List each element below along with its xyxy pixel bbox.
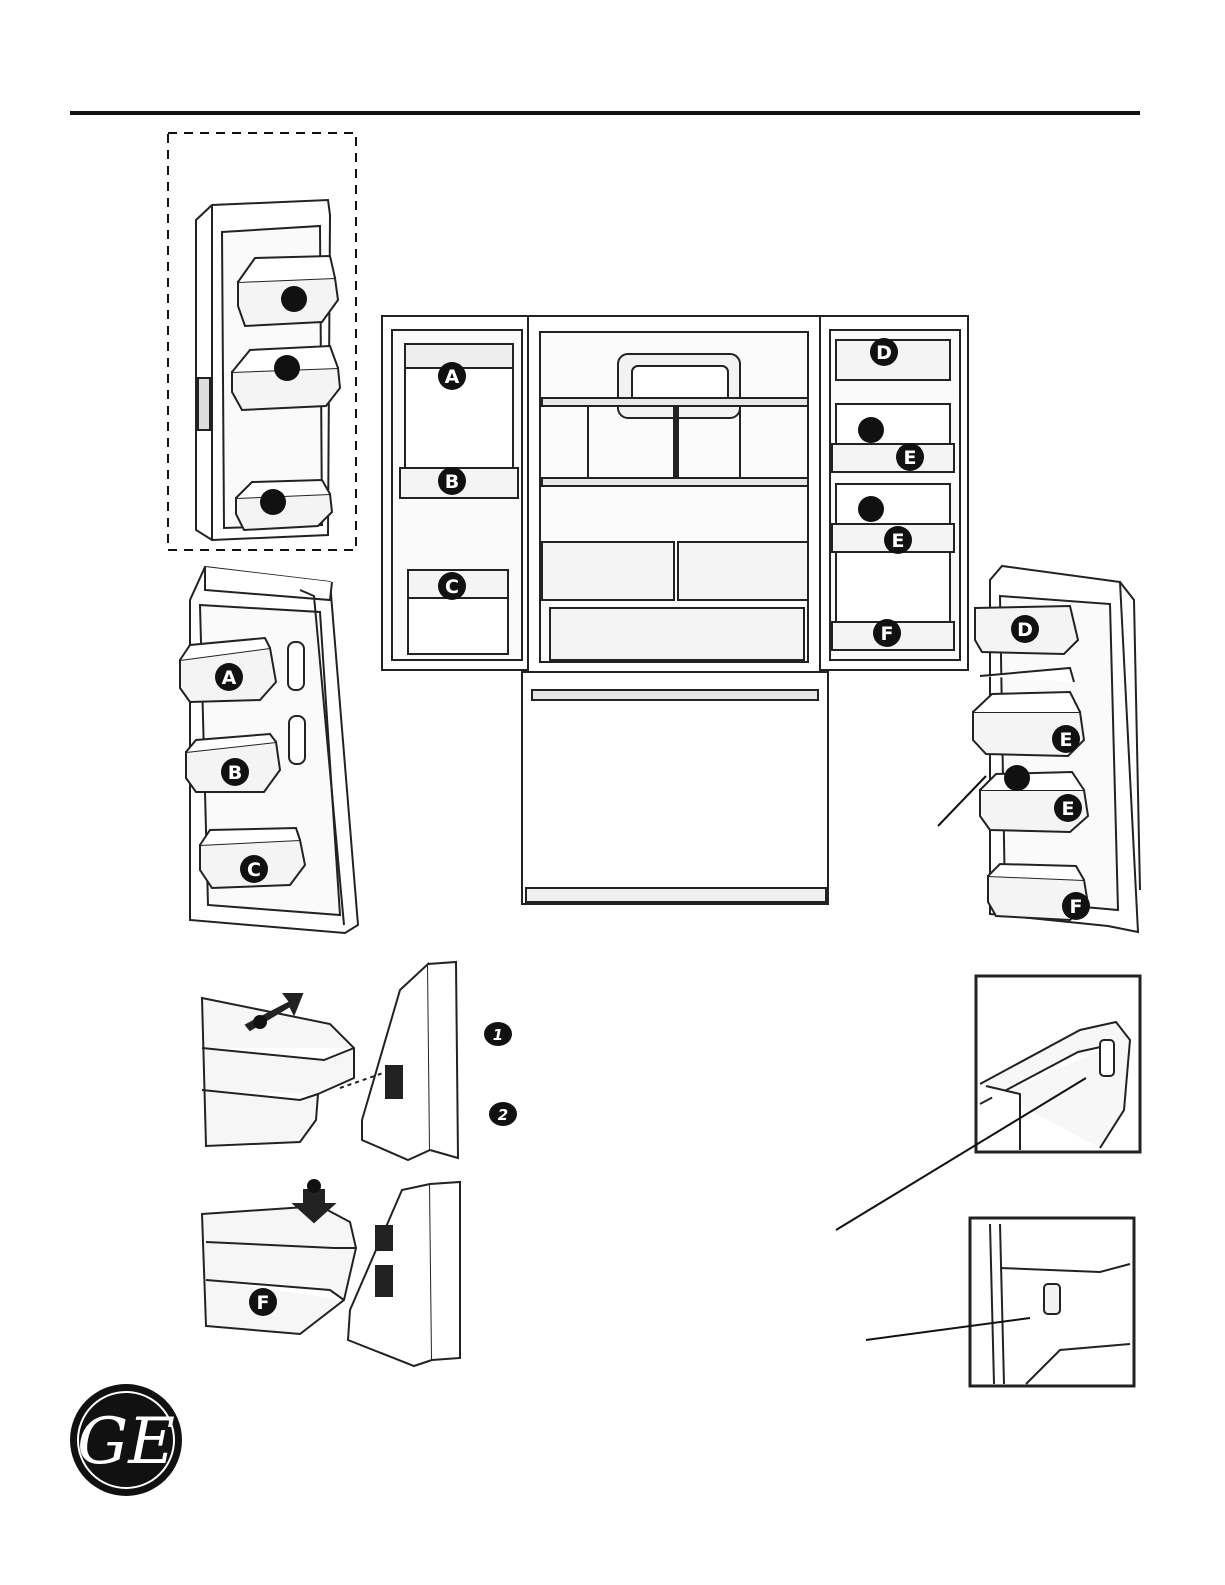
svg-text:B: B xyxy=(228,762,242,784)
header-rule xyxy=(70,111,1140,115)
badge-C-left-door: C xyxy=(240,855,268,883)
alt-bin-marker-1 xyxy=(281,286,307,312)
badge-C-main: C xyxy=(438,572,466,600)
svg-text:E: E xyxy=(904,447,917,469)
step-one-arrow-marker xyxy=(253,1015,267,1029)
badge-B-main: B xyxy=(438,467,466,495)
leader-line-edge-detail xyxy=(836,1078,1086,1230)
left-door-bins-view xyxy=(180,567,358,933)
badge-E-main-upper: E xyxy=(896,443,924,471)
door-tab-detail-inset xyxy=(970,1218,1134,1386)
logo-lettering: GE xyxy=(77,1405,175,1479)
badge-A-left-door: A xyxy=(215,663,243,691)
bin-edge-detail-inset xyxy=(976,976,1140,1152)
svg-text:E: E xyxy=(1062,798,1075,820)
badge-D-right-door: D xyxy=(1011,615,1039,643)
right-door-bin-marker xyxy=(1004,765,1030,791)
step-one-illustration xyxy=(202,962,458,1160)
svg-text:C: C xyxy=(247,859,261,881)
svg-text:D: D xyxy=(876,342,892,364)
badge-B-left-door: B xyxy=(221,758,249,786)
right-shelf-marker-2 xyxy=(858,496,884,522)
badge-E-right-door-upper: E xyxy=(1052,725,1080,753)
svg-text:F: F xyxy=(1070,896,1083,918)
svg-text:F: F xyxy=(881,623,894,645)
svg-text:1: 1 xyxy=(493,1026,503,1044)
step-one-marker: 1 xyxy=(484,1022,512,1046)
refrigerator-front-view xyxy=(382,316,968,904)
svg-text:F: F xyxy=(257,1292,270,1314)
alternate-left-door xyxy=(196,200,340,540)
badge-F-right-door: F xyxy=(1062,892,1090,920)
svg-text:B: B xyxy=(445,471,459,493)
step-two-marker: 2 xyxy=(489,1102,517,1126)
leader-line-right-door xyxy=(938,776,986,826)
badge-F-main: F xyxy=(873,619,901,647)
badge-F-step-two: F xyxy=(249,1288,277,1316)
svg-text:E: E xyxy=(1060,729,1073,751)
badge-E-main-lower: E xyxy=(884,526,912,554)
svg-text:E: E xyxy=(892,530,905,552)
badge-A-main: A xyxy=(438,362,466,390)
badge-E-right-door-lower: E xyxy=(1054,794,1082,822)
right-shelf-marker-1 xyxy=(858,417,884,443)
step-two-arrow-marker xyxy=(307,1179,321,1193)
step-two-illustration xyxy=(202,1182,460,1366)
svg-text:A: A xyxy=(445,366,460,388)
svg-text:A: A xyxy=(222,667,237,689)
svg-text:2: 2 xyxy=(498,1106,508,1124)
svg-text:C: C xyxy=(445,576,459,598)
badge-D-main: D xyxy=(870,338,898,366)
svg-text:D: D xyxy=(1017,619,1033,641)
alt-bin-marker-3 xyxy=(260,489,286,515)
ge-monogram-logo: GE xyxy=(70,1384,182,1496)
alt-bin-marker-2 xyxy=(274,355,300,381)
